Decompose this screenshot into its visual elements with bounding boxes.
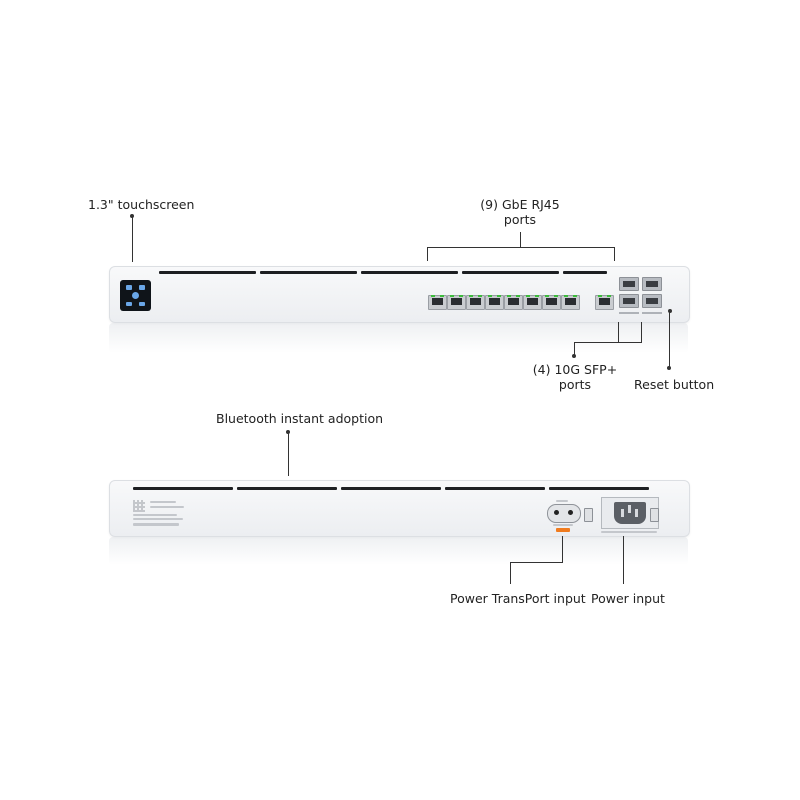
sfp-bracket-stem xyxy=(574,342,575,356)
rj45-bracket-stem xyxy=(520,232,521,247)
power-inlet-frame xyxy=(601,497,659,529)
vent-slot xyxy=(549,487,649,490)
sfp-bracket-right xyxy=(641,322,642,342)
sfp-port[interactable] xyxy=(619,294,639,308)
rj45-port[interactable] xyxy=(485,295,504,310)
rj45-port[interactable] xyxy=(542,295,561,310)
rj45-port[interactable] xyxy=(561,295,580,310)
cable-clip xyxy=(650,508,659,522)
rj45-bracket-bar xyxy=(427,247,615,248)
screen-icon xyxy=(139,285,145,290)
rj45-port[interactable] xyxy=(428,295,447,310)
inlet-marking xyxy=(553,524,573,526)
rj45-port[interactable] xyxy=(447,295,466,310)
regulatory-text xyxy=(150,501,176,503)
rj45-port[interactable] xyxy=(595,295,614,310)
rj45-port[interactable] xyxy=(504,295,523,310)
transport-badge xyxy=(556,528,570,532)
vent-slot xyxy=(237,487,337,490)
regulatory-marks xyxy=(133,523,179,526)
bluetooth-leader-line xyxy=(288,432,289,476)
touchscreen-display[interactable] xyxy=(120,280,151,311)
sfp-led-strip xyxy=(642,312,662,314)
regulatory-text xyxy=(133,518,183,520)
bluetooth-label: Bluetooth instant adoption xyxy=(216,411,384,426)
transport-leader-drop xyxy=(510,562,511,584)
switch-front-panel xyxy=(109,266,690,323)
front-reflection xyxy=(109,323,688,353)
screen-icon xyxy=(132,292,139,299)
sfp-leader-dot xyxy=(572,354,576,358)
inlet-pin xyxy=(621,509,624,517)
sfp-port[interactable] xyxy=(642,294,662,308)
inlet-contact xyxy=(568,510,573,515)
vent-slot xyxy=(341,487,441,490)
vent-slot xyxy=(462,271,559,274)
screen-icon xyxy=(126,302,132,306)
inlet-pin xyxy=(628,505,631,513)
sfp-led-strip xyxy=(619,312,639,314)
reset-leader-line xyxy=(669,310,670,368)
rj45-port[interactable] xyxy=(466,295,485,310)
sfp-ports-label: ports xyxy=(558,377,592,392)
qr-code-icon xyxy=(133,500,145,512)
rj45-bracket-left xyxy=(427,247,428,261)
rj45-bracket-right xyxy=(614,247,615,261)
iec-power-inlet[interactable] xyxy=(614,502,646,524)
power-rating-text xyxy=(601,531,657,533)
inlet-contact xyxy=(554,510,559,515)
vent-slot xyxy=(159,271,256,274)
sfp-port[interactable] xyxy=(642,277,662,291)
transport-leader-vertical xyxy=(562,536,563,562)
sfp-bracket-bar xyxy=(574,342,642,343)
rj45-ports-label: ports xyxy=(503,212,537,227)
vent-slot xyxy=(563,271,607,274)
sfp-count-label: (4) 10G SFP+ xyxy=(532,362,618,377)
touchscreen-leader-line xyxy=(132,216,133,262)
rear-reflection xyxy=(109,537,688,565)
rj45-port[interactable] xyxy=(523,295,542,310)
reset-label: Reset button xyxy=(634,377,715,392)
cable-clip xyxy=(584,508,593,522)
power-transport-label: Power TransPort input xyxy=(450,591,586,606)
vent-slot xyxy=(260,271,357,274)
inlet-marking xyxy=(556,500,568,502)
regulatory-text xyxy=(150,506,184,508)
power-transport-inlet[interactable] xyxy=(547,504,581,523)
power-input-label: Power input xyxy=(591,591,665,606)
sfp-port[interactable] xyxy=(619,277,639,291)
reset-pinhole-icon[interactable] xyxy=(668,309,672,313)
touchscreen-leader-dot xyxy=(130,214,134,218)
switch-rear-panel xyxy=(109,480,690,537)
vent-slot xyxy=(361,271,458,274)
rj45-count-label: (9) GbE RJ45 xyxy=(480,197,560,212)
screen-icon xyxy=(139,302,145,306)
vent-slot xyxy=(133,487,233,490)
vent-slot xyxy=(445,487,545,490)
power-leader-line xyxy=(623,536,624,584)
sfp-bracket-left xyxy=(618,322,619,342)
reset-leader-dot xyxy=(667,366,671,370)
transport-leader-horizontal xyxy=(510,562,563,563)
screen-icon xyxy=(126,285,132,290)
inlet-pin xyxy=(635,509,638,517)
regulatory-text xyxy=(133,514,177,516)
touchscreen-label: 1.3" touchscreen xyxy=(88,197,195,212)
